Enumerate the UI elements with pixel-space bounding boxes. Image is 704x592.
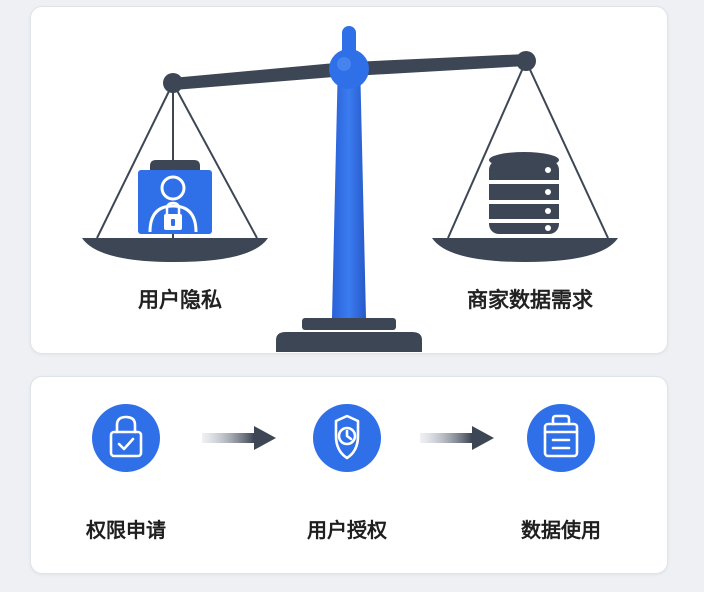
step-permission-request-circle <box>92 404 160 472</box>
scale-base <box>276 318 422 352</box>
clock-shield-icon <box>334 414 360 460</box>
step-label-data-usage: 数据使用 <box>521 518 601 542</box>
scale-post <box>332 60 366 318</box>
lock-check-icon <box>109 415 143 458</box>
right-pan <box>432 238 618 262</box>
database-icon <box>489 152 559 234</box>
user-lock-icon <box>138 160 212 234</box>
scale-pivot <box>329 49 369 89</box>
scale-beam <box>172 62 346 90</box>
step-label-permission-request: 权限申请 <box>86 518 166 542</box>
merchant-data-demand-label: 商家数据需求 <box>467 288 593 312</box>
user-privacy-label: 用户隐私 <box>138 288 222 312</box>
briefcase-list-icon <box>543 414 579 458</box>
arrow-right-icon <box>202 426 276 450</box>
right-pan-strings <box>447 60 609 239</box>
arrow-right-icon <box>420 426 494 450</box>
left-pan <box>82 238 268 262</box>
step-label-user-authorization: 用户授权 <box>307 518 387 542</box>
